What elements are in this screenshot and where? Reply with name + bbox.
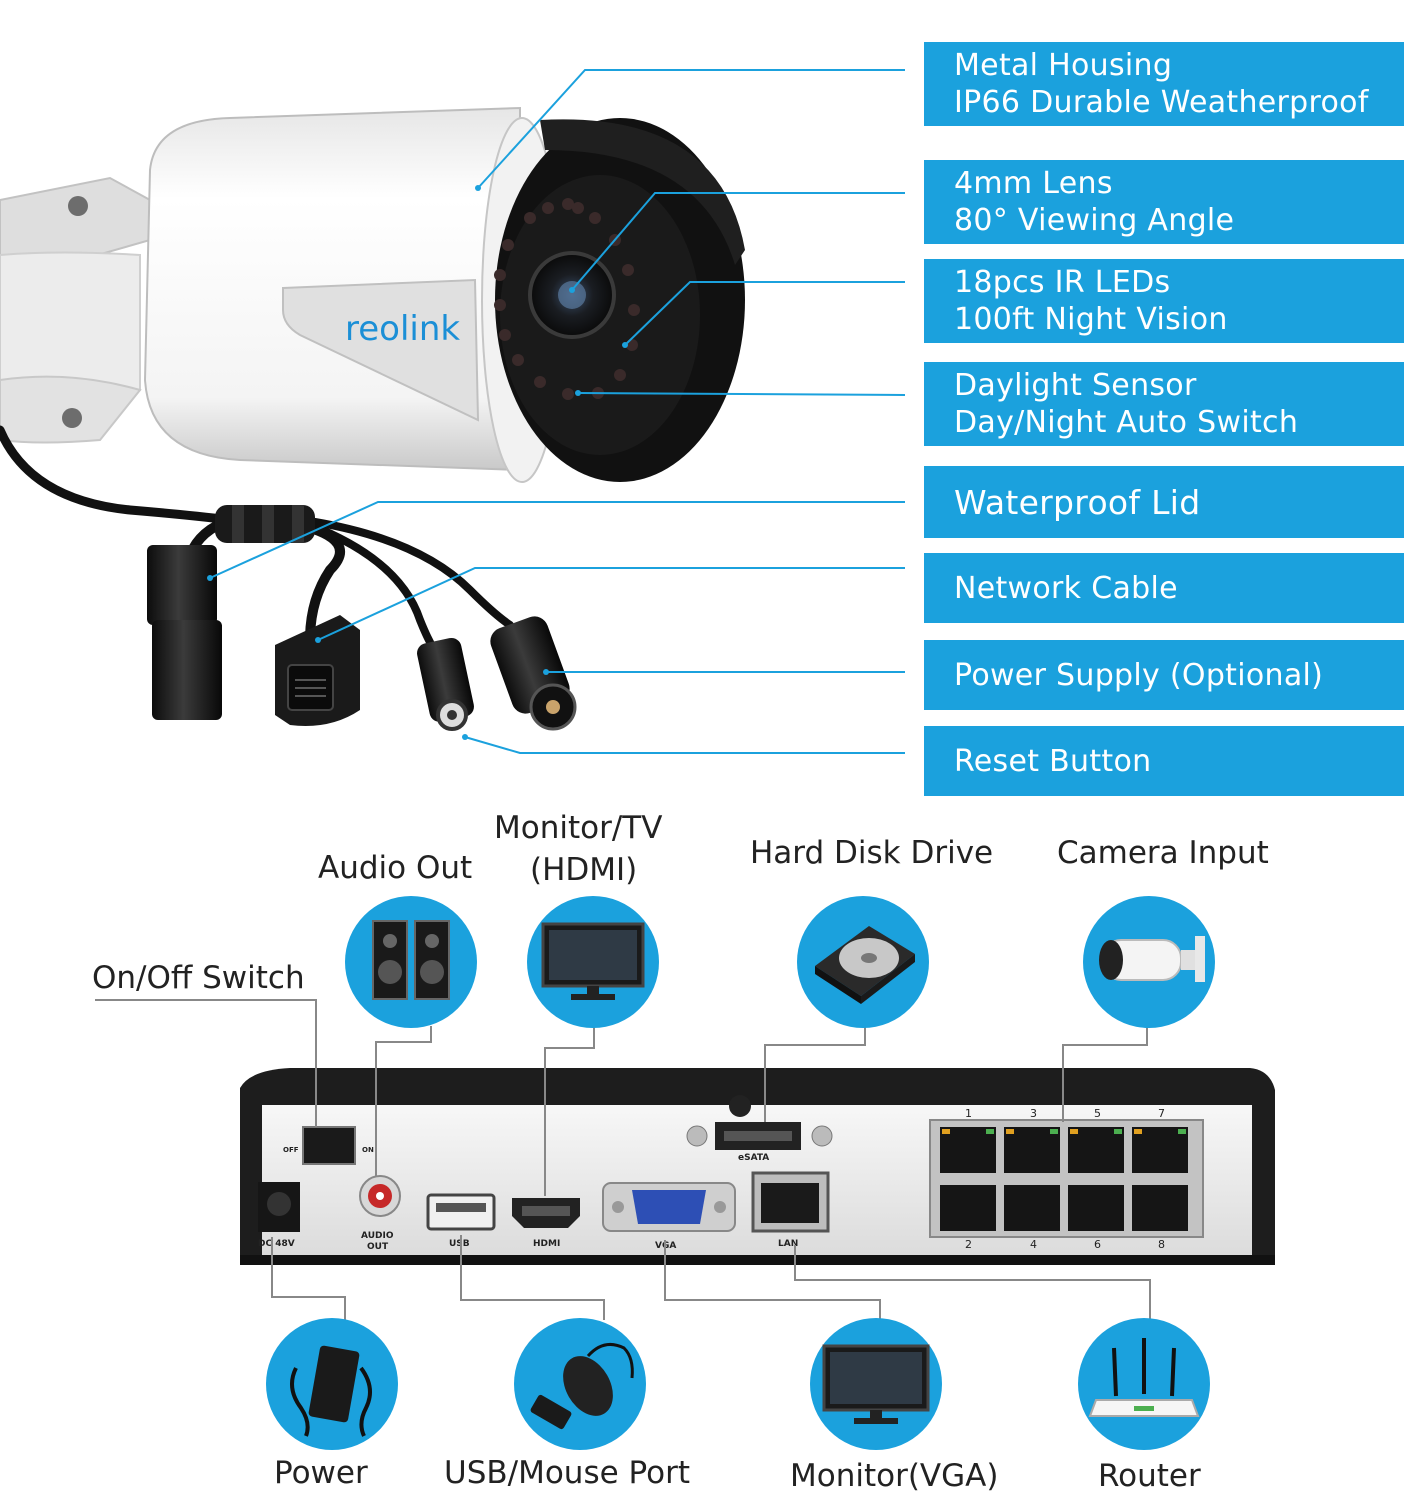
usb-mouse-label: USB/Mouse Port (444, 1455, 690, 1491)
port-number: 5 (1094, 1107, 1101, 1120)
brand-logo: reolink (345, 309, 460, 349)
on-off-switch-label: On/Off Switch (92, 960, 305, 996)
feature-title: Daylight Sensor (954, 368, 1197, 403)
power-label: Power (274, 1455, 368, 1491)
camera-body (143, 106, 745, 483)
feature-detail: 80° Viewing Angle (954, 203, 1235, 238)
monitor-vga-label: Monitor(VGA) (790, 1458, 999, 1494)
cable-splitter (215, 505, 315, 543)
reset-bnc-connector (417, 637, 474, 731)
port-number: 3 (1030, 1107, 1037, 1120)
usb-mouse-icon (514, 1318, 646, 1450)
power-adapter-icon (266, 1318, 398, 1450)
feature-detail: 100ft Night Vision (954, 302, 1228, 337)
feature-ir-leds: 18pcs IR LEDs 100ft Night Vision (924, 259, 1404, 343)
port-number: 4 (1030, 1238, 1037, 1251)
audio-out-icon (345, 896, 477, 1028)
port-number: 1 (965, 1107, 972, 1120)
audio-out-port-label: AUDIO (361, 1231, 394, 1241)
monitor-hdmi-label: Monitor/TV (494, 810, 663, 846)
feature-daylight-sensor: Daylight Sensor Day/Night Auto Switch (924, 362, 1404, 446)
router-icon (1078, 1318, 1210, 1450)
switch-on-label: ON (362, 1146, 374, 1154)
port-number: 6 (1094, 1238, 1101, 1251)
feature-title: Reset Button (954, 743, 1152, 779)
feature-waterproof-lid: Waterproof Lid (924, 466, 1404, 538)
feature-title: Power Supply (Optional) (954, 657, 1324, 693)
monitor-vga-icon (810, 1318, 942, 1450)
feature-title: Network Cable (954, 570, 1178, 606)
audio-out-label: Audio Out (318, 850, 473, 886)
camera-input-label: Camera Input (1057, 835, 1269, 871)
feature-title: 4mm Lens (954, 166, 1113, 201)
feature-lens: 4mm Lens 80° Viewing Angle (924, 160, 1404, 244)
feature-power-supply: Power Supply (Optional) (924, 640, 1404, 710)
usb-port-label: USB (449, 1239, 470, 1249)
feature-title: 18pcs IR LEDs (954, 265, 1171, 300)
monitor-hdmi-icon (527, 896, 659, 1028)
callout-dots (207, 185, 628, 740)
monitor-hdmi-sublabel: (HDMI) (530, 852, 638, 888)
hard-disk-label: Hard Disk Drive (750, 835, 994, 871)
feature-title: Waterproof Lid (954, 482, 1201, 522)
nvr-device (240, 1068, 1275, 1265)
waterproof-lid-part (147, 545, 222, 720)
hdmi-port-label: HDMI (533, 1239, 560, 1249)
feature-detail: Day/Night Auto Switch (954, 405, 1299, 440)
switch-off-label: OFF (283, 1146, 299, 1154)
router-label: Router (1098, 1458, 1201, 1494)
camera-mount (0, 176, 151, 444)
port-number: 8 (1158, 1238, 1165, 1251)
nvr-connector-lines (95, 999, 1151, 1320)
audio-out-port-label-2: OUT (367, 1242, 389, 1252)
esata-port-label: eSATA (738, 1153, 769, 1163)
feature-detail: IP66 Durable Weatherproof (954, 85, 1369, 120)
feature-metal-housing: Metal Housing IP66 Durable Weatherproof (924, 42, 1404, 126)
camera-input-icon (1083, 896, 1215, 1028)
callout-lines (209, 69, 906, 754)
hard-disk-icon (797, 896, 929, 1028)
lan-port-label: LAN (778, 1239, 798, 1249)
feature-network-cable: Network Cable (924, 553, 1404, 623)
power-dc-connector (490, 616, 577, 731)
feature-reset-button: Reset Button (924, 726, 1404, 796)
network-connector (275, 615, 360, 726)
port-number: 7 (1158, 1107, 1165, 1120)
port-number: 2 (965, 1238, 972, 1251)
dc-label: DC 48V (258, 1239, 295, 1249)
feature-title: Metal Housing (954, 48, 1173, 83)
